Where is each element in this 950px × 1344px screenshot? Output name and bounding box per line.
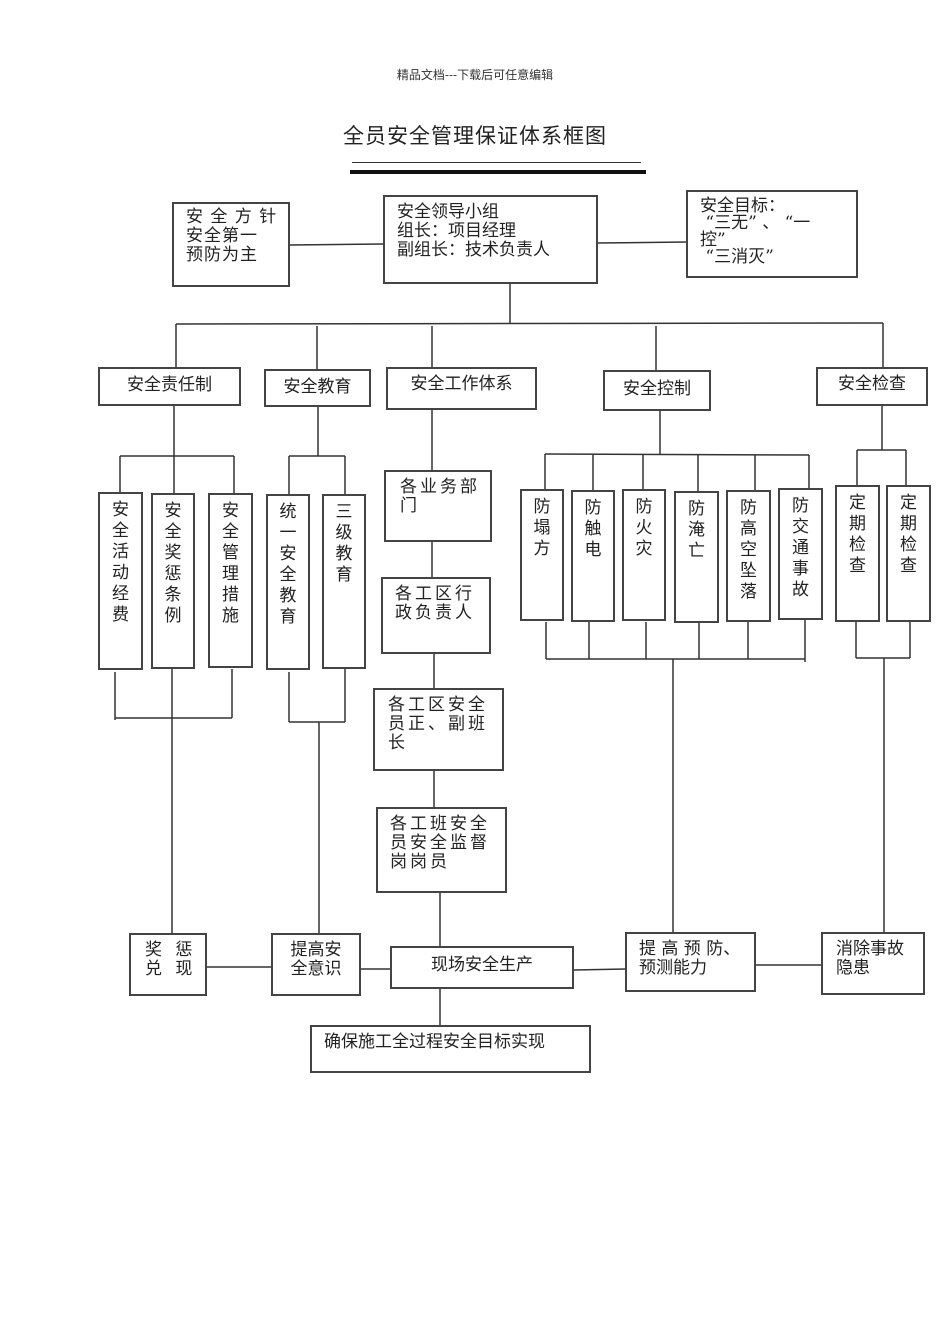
final-goal: 确保施工全过程安全目标实现 — [310, 1025, 591, 1073]
outcome-awareness: 提高安 全意识 — [271, 933, 361, 996]
inspection-item-label: 定期检查 — [900, 493, 917, 576]
responsibility-item-label: 安全活动经费 — [112, 500, 129, 625]
branch-responsibility: 安全责任制 — [98, 367, 241, 406]
outcome-site-safety: 现场安全生产 — [390, 946, 574, 989]
control-item: 防塌方 — [520, 489, 564, 621]
branch-inspection: 安全检查 — [816, 367, 928, 406]
outcome-site-safety-text: 现场安全生产 — [431, 955, 533, 975]
outcome-reward: 奖 惩 兑 现 — [129, 933, 207, 996]
control-item-label: 防触电 — [584, 498, 602, 560]
work-chain-step: 各工区行 政负责人 — [381, 577, 491, 654]
header-note: 精品文档---下载后可任意编辑 — [396, 68, 554, 82]
outcome-awareness-text: 提高安 全意识 — [290, 940, 342, 979]
page-title: 全员安全管理保证体系框图 — [343, 124, 607, 148]
responsibility-item: 安全活动经费 — [98, 492, 143, 670]
work-chain-step: 各工区安全 员正、副班 长 — [373, 688, 504, 771]
control-item-label: 防交通事故 — [792, 496, 809, 600]
outcome-hazard: 消除事故 隐患 — [821, 932, 925, 995]
connector — [573, 968, 627, 971]
final-goal-text: 确保施工全过程安全目标实现 — [324, 1032, 545, 1052]
connector — [596, 241, 688, 244]
branch-inspection-label: 安全检查 — [838, 374, 906, 394]
control-item: 防交通事故 — [778, 488, 823, 620]
title-underline-thick — [350, 170, 646, 174]
control-item: 防触电 — [571, 490, 615, 622]
branch-education: 安全教育 — [264, 369, 371, 407]
outcome-reward-text: 奖 惩 兑 现 — [145, 940, 197, 979]
education-item-label: 三级教育 — [335, 502, 353, 585]
branch-responsibility-label: 安全责任制 — [127, 375, 212, 395]
control-item: 防火灾 — [622, 489, 666, 621]
leadership-group-box: 安全领导小组 组长：项目经理 副组长：技术负责人 — [383, 195, 598, 284]
work-chain-step-text: 各业务部 门 — [400, 477, 480, 516]
safety-goal-text: 安全目标： “三无” 、 “一 控” “三消灭” — [700, 196, 811, 267]
work-chain-step-text: 各工区行 政负责人 — [395, 584, 475, 623]
control-item: 防淹亡 — [674, 491, 719, 623]
responsibility-item-label: 安全奖惩条例 — [164, 501, 182, 626]
safety-policy-box: 安 全 方 针 安全第一 预防为主 — [172, 202, 290, 287]
branch-control: 安全控制 — [603, 370, 711, 411]
responsibility-item: 安全管理措施 — [208, 493, 253, 668]
outcome-prevention-text: 提 高 预 防、 预测能力 — [639, 939, 741, 978]
work-chain-step: 各工班安全 员安全监督 岗岗员 — [376, 807, 507, 893]
work-chain-step-text: 各工区安全 员正、副班 长 — [388, 695, 488, 753]
work-chain-step: 各业务部 门 — [384, 470, 492, 542]
responsibility-item: 安全奖惩条例 — [151, 493, 195, 669]
control-item-label: 防淹亡 — [688, 499, 705, 561]
control-item: 防高空坠落 — [726, 490, 771, 622]
education-item: 统一安全教育 — [266, 494, 310, 670]
branch-work-system-label: 安全工作体系 — [410, 374, 513, 394]
connector — [289, 243, 384, 246]
connector — [175, 322, 884, 325]
inspection-item: 定期检查 — [886, 485, 931, 622]
title-underline-thin — [352, 162, 641, 163]
control-item-label: 防火灾 — [635, 497, 653, 559]
control-item-label: 防塌方 — [533, 497, 551, 559]
leadership-group-text: 安全领导小组 组长：项目经理 副组长：技术负责人 — [397, 202, 550, 260]
work-chain-step-text: 各工班安全 员安全监督 岗岗员 — [390, 814, 490, 872]
safety-goal-box: 安全目标： “三无” 、 “一 控” “三消灭” — [686, 190, 858, 278]
branch-control-label: 安全控制 — [623, 379, 691, 399]
inspection-item: 定期检查 — [835, 485, 880, 622]
education-item-label: 统一安全教育 — [279, 502, 297, 627]
branch-education-label: 安全教育 — [283, 377, 352, 397]
outcome-hazard-text: 消除事故 隐患 — [836, 939, 904, 978]
inspection-item-label: 定期检查 — [849, 493, 866, 576]
connector — [544, 453, 810, 456]
outcome-prevention: 提 高 预 防、 预测能力 — [625, 932, 756, 992]
branch-work-system: 安全工作体系 — [386, 367, 537, 410]
education-item: 三级教育 — [322, 494, 366, 669]
control-item-label: 防高空坠落 — [740, 498, 757, 602]
safety-policy-text: 安 全 方 针 安全第一 预防为主 — [186, 207, 278, 265]
responsibility-item-label: 安全管理措施 — [222, 501, 239, 626]
